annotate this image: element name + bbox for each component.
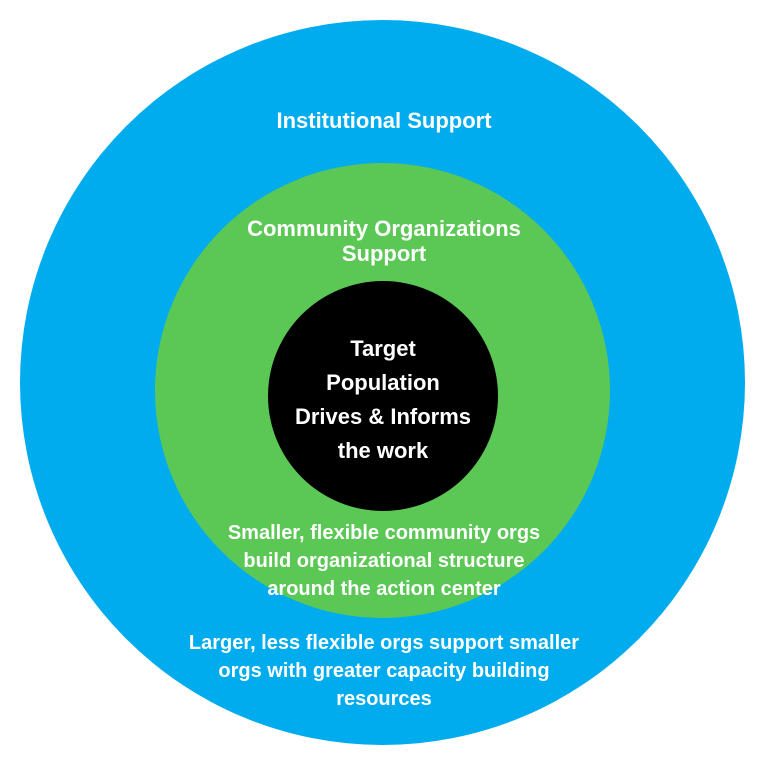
- inner-title-line: Target: [350, 336, 416, 361]
- inner-title-line: Drives & Informs: [294, 404, 472, 429]
- institutional-support-title: Institutional Support: [184, 107, 584, 135]
- institutional-support-description: Larger, less flexible orgs support small…: [84, 629, 684, 713]
- outer-title-text: Institutional Support: [276, 108, 492, 133]
- outer-desc-line: Larger, less flexible orgs support small…: [188, 632, 580, 654]
- middle-title-line: Community Organizations: [247, 216, 521, 241]
- middle-title-line: Support: [341, 241, 427, 266]
- community-organizations-description: Smaller, flexible community orgs build o…: [134, 519, 634, 603]
- outer-desc-line: orgs with greater capacity building: [218, 660, 550, 682]
- community-organizations-title: Community Organizations Support: [184, 216, 584, 266]
- middle-desc-line: Smaller, flexible community orgs: [227, 522, 541, 544]
- target-population-circle: [268, 281, 498, 511]
- target-population-title: Target Population Drives & Informs the w…: [268, 332, 498, 468]
- middle-desc-line: build organizational structure: [243, 550, 525, 572]
- inner-title-line: Population: [326, 370, 440, 395]
- outer-desc-line: resources: [336, 688, 432, 710]
- middle-desc-line: around the action center: [267, 578, 501, 600]
- inner-title-line: the work: [337, 438, 429, 463]
